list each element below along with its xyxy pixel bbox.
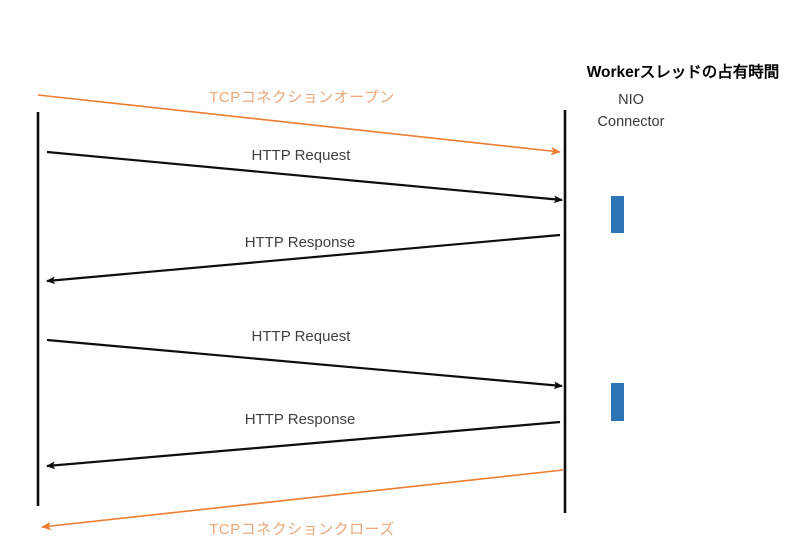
message-arrow-http-response-1: [46, 233, 561, 285]
message-arrow-tcp-close: [41, 469, 564, 531]
actor-label-nio-connector-line1: NIO: [618, 92, 644, 108]
page-title: Workerスレッドの占有時間: [587, 62, 780, 81]
actor-label-nio-connector-line2: Connector: [598, 114, 665, 130]
worker-thread-occupancy-bar-2: [611, 383, 624, 421]
message-arrow-http-response-2: [46, 420, 561, 470]
message-label-http-request-1: HTTP Request: [252, 147, 352, 164]
message-arrow-http-request-1: [46, 150, 563, 204]
message-arrow-tcp-open: [37, 94, 561, 156]
message-label-http-request-2: HTTP Request: [252, 328, 352, 345]
message-label-http-response-1: HTTP Response: [245, 234, 356, 251]
message-arrow-http-request-2: [46, 338, 563, 390]
message-label-tcp-open: TCPコネクションオープン: [209, 89, 395, 106]
message-label-tcp-close: TCPコネクションクローズ: [209, 521, 395, 538]
message-label-http-response-2: HTTP Response: [245, 411, 356, 428]
worker-thread-occupancy-bar-1: [611, 196, 624, 233]
